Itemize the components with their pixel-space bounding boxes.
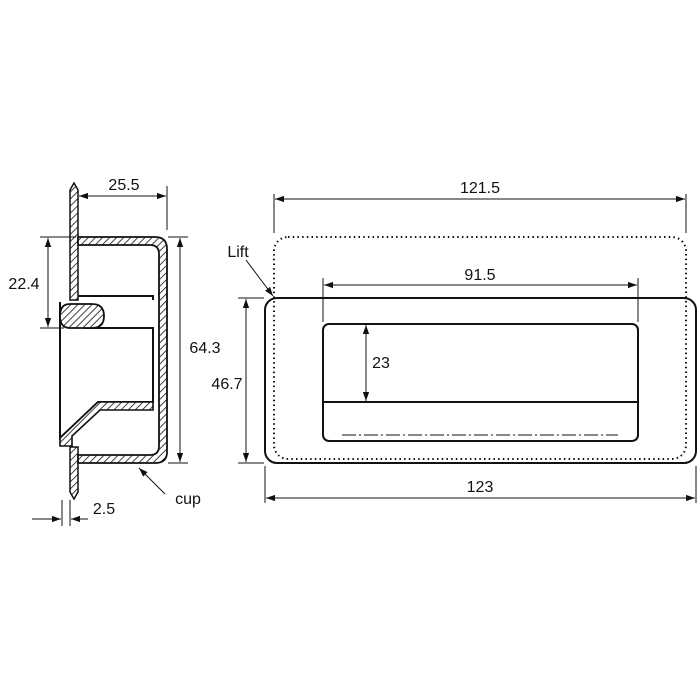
dim-label-121-5: 121.5: [460, 180, 500, 197]
panel-upper: [69, 181, 79, 301]
dim-label-123: 123: [467, 479, 494, 496]
recess: [322, 323, 639, 442]
lid-grip-edge: [59, 303, 105, 329]
lift-label: Lift: [227, 244, 249, 261]
dim-label-46-7: 46.7: [211, 376, 242, 393]
dim-label-64-3: 64.3: [189, 340, 220, 357]
dim-label-23: 23: [372, 355, 390, 372]
panel-lower: [69, 446, 79, 501]
dim-label-91-5: 91.5: [464, 267, 495, 284]
lift-leader: [245, 259, 274, 297]
lifted-lid-outline: [273, 236, 687, 460]
cup-shell: [77, 236, 168, 464]
dim-label-2-5: 2.5: [93, 501, 115, 518]
cup-label: cup: [175, 491, 201, 508]
dim-label-22-4: 22.4: [8, 276, 39, 293]
lid-lower-lip: [59, 401, 154, 447]
cup-leader: [138, 467, 166, 495]
side-section-view: 25.5 22.4 64.3 2.5 cup: [8, 177, 221, 526]
outer-flange: [264, 297, 697, 464]
front-view: 121.5 Lift 91.5 46.7 23 123: [211, 180, 697, 503]
dim-label-25-5: 25.5: [108, 177, 139, 194]
lid-top-flange: [78, 295, 154, 300]
